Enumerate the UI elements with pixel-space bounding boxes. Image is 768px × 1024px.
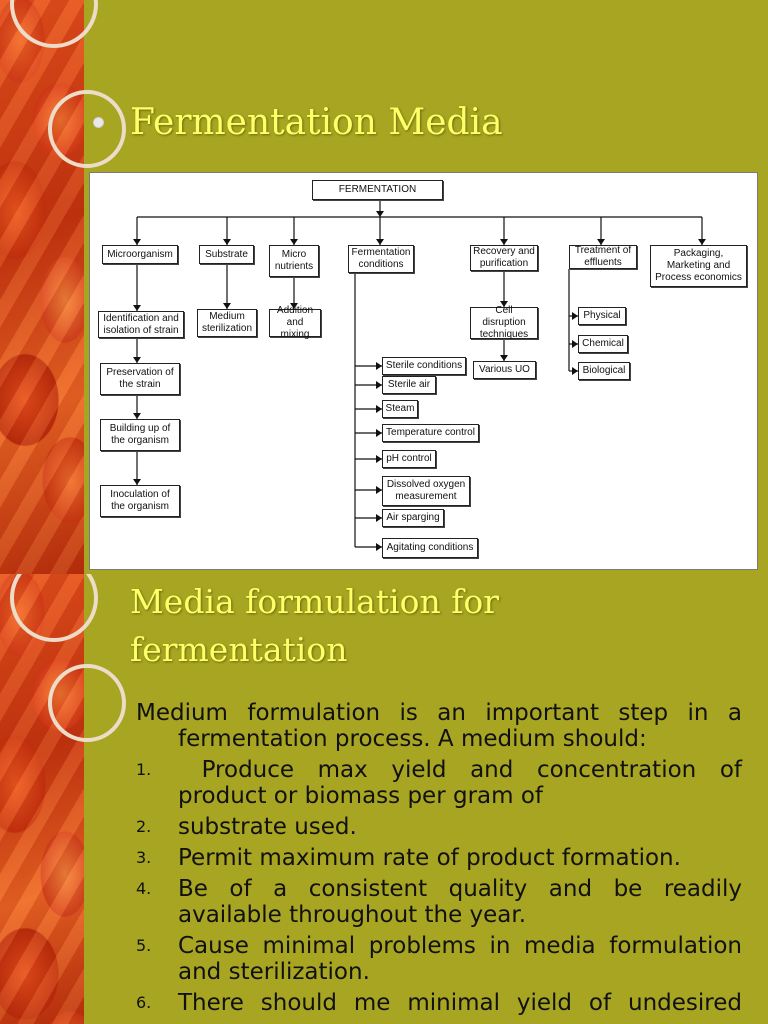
slide-2-title: Media formulation for fermentation (130, 578, 499, 674)
box-treatment-effluents: Treatment of effluents (569, 245, 637, 269)
box-dissolved-oxygen: Dissolved oxygen measurement (382, 476, 470, 506)
list-item: 2. substrate used. (136, 814, 742, 840)
list-number: 1. (136, 760, 152, 779)
list-text-cont: product or biomass per gram of (178, 783, 544, 809)
list-text: Be of a consistent quality and be readil… (178, 876, 742, 902)
list-item: 1. Produce max yield and concentration o… (136, 757, 742, 809)
slide-1: Fermentation Media (0, 0, 758, 574)
list-number: 4. (136, 879, 152, 898)
box-steam: Steam (382, 400, 418, 418)
box-substrate: Substrate (199, 245, 254, 264)
flower-petals-decoration (0, 0, 84, 574)
box-recovery-purification: Recovery and purification (470, 245, 538, 271)
list-text-cont: available throughout the year. (178, 902, 527, 928)
box-sterile-air: Sterile air (382, 376, 436, 394)
box-microorganism: Microorganism (102, 245, 178, 264)
list-item: 5. Cause minimal problems in media formu… (136, 933, 742, 985)
box-chemical: Chemical (578, 335, 628, 353)
intro-line-1: Medium formulation is an important step … (136, 700, 742, 726)
list-item: 3. Permit maximum rate of product format… (136, 845, 742, 871)
box-building-up: Building up of the organism (100, 419, 180, 451)
list-item: 6. There should me minimal yield of unde… (136, 990, 742, 1016)
box-fermentation: FERMENTATION (312, 180, 443, 200)
box-medium-sterilization: Medium sterilization (197, 309, 257, 337)
box-micro-nutrients: Micro nutrients (269, 245, 319, 277)
ring-decoration (48, 90, 126, 168)
slide-2-body: Medium formulation is an important step … (136, 700, 742, 1016)
box-air-sparging: Air sparging (382, 509, 444, 527)
fermentation-flow-diagram: FERMENTATION Microorganism Substrate Mic… (89, 172, 758, 570)
slide-2-title-line-2: fermentation (130, 630, 348, 669)
box-inoculation: Inoculation of the organism (100, 485, 180, 517)
list-text-cont: and sterilization. (178, 959, 370, 985)
diagram-connectors (133, 200, 706, 551)
list-item: 4. Be of a consistent quality and be rea… (136, 876, 742, 928)
box-sterile-conditions: Sterile conditions (382, 357, 466, 375)
box-agitating-conditions: Agitating conditions (382, 538, 478, 558)
flower-petals-decoration (0, 574, 84, 1024)
box-biological: Biological (578, 362, 630, 380)
slide-2-title-line-1: Media formulation for (130, 582, 500, 621)
ring-decoration (10, 574, 98, 642)
box-preservation: Preservation of the strain (100, 363, 180, 395)
list-text: Permit maximum rate of product formation… (178, 845, 681, 871)
box-temperature-control: Temperature control (382, 424, 479, 442)
box-packaging: Packaging, Marketing and Process economi… (650, 245, 747, 287)
list-number: 3. (136, 848, 152, 867)
box-addition-mixing: Addition and mixing (269, 305, 321, 340)
slide-title: Fermentation Media (130, 102, 503, 143)
list-text: Cause minimal problems in media formulat… (178, 933, 742, 959)
intro-line-2: fermentation process. A medium should: (178, 726, 647, 752)
box-fermentation-conditions: Fermentation conditions (348, 245, 414, 273)
box-identification: Identification and isolation of strain (98, 311, 184, 338)
box-cell-disruption: Cell disruption techniques (470, 305, 538, 340)
ring-decoration (48, 664, 126, 742)
box-various-uo: Various UO (473, 361, 536, 379)
slide-2 (0, 574, 768, 1024)
list-number: 5. (136, 936, 152, 955)
list-number: 2. (136, 817, 152, 836)
box-physical: Physical (578, 307, 626, 325)
intro-paragraph: Medium formulation is an important step … (136, 700, 742, 752)
list-number: 6. (136, 993, 152, 1012)
list-text: substrate used. (178, 814, 357, 840)
bullet-icon (93, 117, 104, 128)
box-ph-control: pH control (382, 450, 436, 468)
list-text: Produce max yield and concentration of (178, 757, 742, 783)
list-text: There should me minimal yield of undesir… (178, 990, 742, 1016)
